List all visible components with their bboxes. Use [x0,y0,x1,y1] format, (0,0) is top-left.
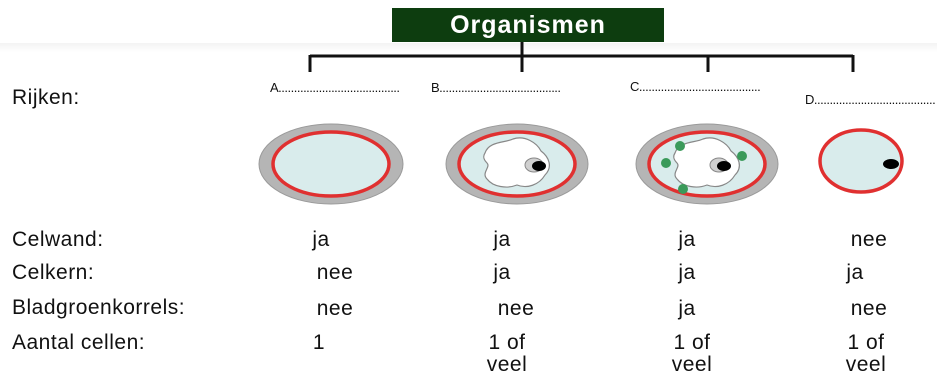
celkern-value-b: ja [493,261,511,284]
kingdom-blank-b: B....................................... [431,80,561,95]
cell-drawing-b [445,123,589,205]
celwand-value-d: nee [850,228,888,251]
celwand-value-a: ja [312,228,330,251]
cell-membrane [271,130,391,198]
bladgroen-value-c: ja [678,297,696,320]
cell-drawing-c [635,123,779,205]
celkern-value-c: ja [678,261,696,284]
hierarchy-tree [308,42,855,72]
aantal-line-1: 1 of [847,331,885,354]
bladgroen-value-a: nee [316,297,354,320]
aantal-line-1: 1 of [673,331,711,354]
label-celwand: Celwand: [12,228,104,251]
celkern-value-d: ja [846,261,864,284]
vacuole [483,137,550,188]
nucleus [532,161,546,171]
cell-drawing-a [258,123,404,205]
aantal-value-c: 1 of veel [672,332,713,376]
aantal-value-d: 1 of veel [846,332,887,376]
celwand-value-c: ja [678,228,696,251]
chloroplast [678,184,688,194]
aantal-value-a: 1 [313,332,325,354]
aantal-line-2: veel [845,353,887,376]
aantal-value-b: 1 of veel [487,332,528,376]
label-bladgroenkorrels: Bladgroenkorrels: [12,296,186,319]
vacuole [673,137,740,188]
celkern-value-a: nee [316,261,354,284]
cell-drawing-d [818,128,904,194]
aantal-line-1: 1 of [488,331,526,354]
aantal-line-2: veel [486,353,528,376]
chloroplast [675,141,685,151]
kingdom-blank-c: C....................................... [630,79,761,94]
nucleus [883,159,899,169]
aantal-line-2: veel [671,353,713,376]
cell-membrane [818,128,904,194]
nucleus [717,161,731,171]
chloroplast [737,151,747,161]
chloroplast [661,158,671,168]
label-celkern: Celkern: [12,261,95,284]
kingdom-blank-d: D....................................... [805,92,936,107]
bladgroen-value-b: nee [497,297,535,320]
bladgroen-value-d: nee [850,297,888,320]
aantal-line-1: 1 [312,331,326,354]
label-rijken: Rijken: [12,86,80,109]
header-strip [0,43,937,52]
diagram-title: Organismen [392,8,664,42]
label-aantal-cellen: Aantal cellen: [12,331,146,354]
celwand-value-b: ja [493,228,511,251]
kingdom-blank-a: A....................................... [270,80,400,95]
